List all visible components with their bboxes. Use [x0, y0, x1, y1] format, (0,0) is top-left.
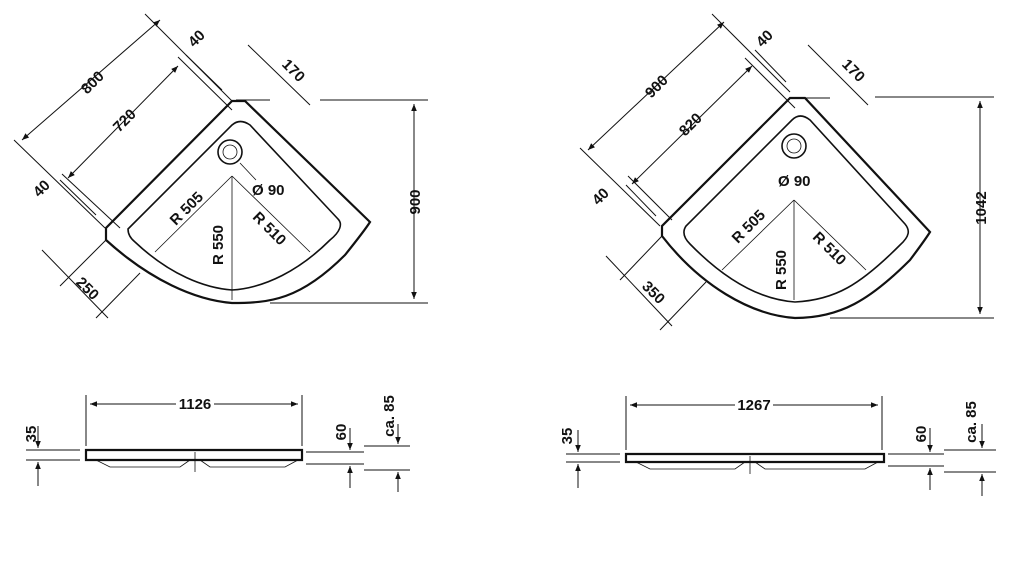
left-dim-rim-top: 40: [185, 27, 209, 51]
right-section-base-height: 60: [913, 426, 930, 443]
right-section-profile: [624, 452, 886, 464]
right-dim-rim-top: 40: [753, 27, 777, 51]
right-section-rim-height: 35: [559, 428, 576, 445]
right-section-width: 1267: [737, 397, 770, 414]
left-dim-rim-left: 40: [30, 177, 54, 201]
left-dim-corner-offset: 170: [278, 56, 308, 86]
left-dim-straight-segment: 250: [72, 274, 102, 304]
left-section-rim-height: 35: [23, 426, 40, 443]
left-tray-outline: [104, 99, 372, 305]
left-section-width: 1126: [179, 396, 212, 413]
right-tray-basin: [683, 115, 910, 303]
left-dim-overall-height: 900: [407, 189, 424, 214]
right-dim-side-outer: 900: [642, 72, 672, 102]
left-tray-plan: 800 720 40 40 170 900 250 R 550 R 505 R …: [13, 13, 428, 319]
right-drain-inner: [786, 138, 802, 154]
left-tray-basin: [127, 120, 342, 291]
right-dim-side-inner: 820: [676, 110, 706, 140]
left-section-total-height: ca. 85: [381, 395, 398, 437]
right-drain-icon: [781, 133, 807, 159]
left-drain-inner: [222, 144, 238, 160]
right-dim-straight-segment: 350: [638, 278, 668, 308]
left-drain-icon: [217, 139, 243, 165]
left-dim-side-outer: 800: [78, 68, 108, 98]
right-dim-radius-outer: R 550: [773, 250, 790, 290]
left-dim-radius-outer: R 550: [210, 225, 227, 265]
right-dim-rim-left: 40: [589, 185, 613, 209]
right-dim-corner-offset: 170: [838, 56, 868, 86]
right-section-total-height: ca. 85: [963, 401, 980, 443]
left-tray-section: 1126 35 60 ca. 85: [23, 395, 410, 492]
right-dim-overall-height: 1042: [973, 191, 990, 224]
right-dim-drain: Ø 90: [778, 173, 811, 190]
left-section-base-height: 60: [333, 424, 350, 441]
right-tray-section: 1267 35 60 ca. 85: [559, 396, 996, 496]
left-section-profile: [84, 448, 304, 462]
right-tray-plan: 900 820 40 40 170 1042 350 R 550 R 505 R…: [579, 13, 994, 331]
left-dim-drain: Ø 90: [252, 182, 285, 199]
